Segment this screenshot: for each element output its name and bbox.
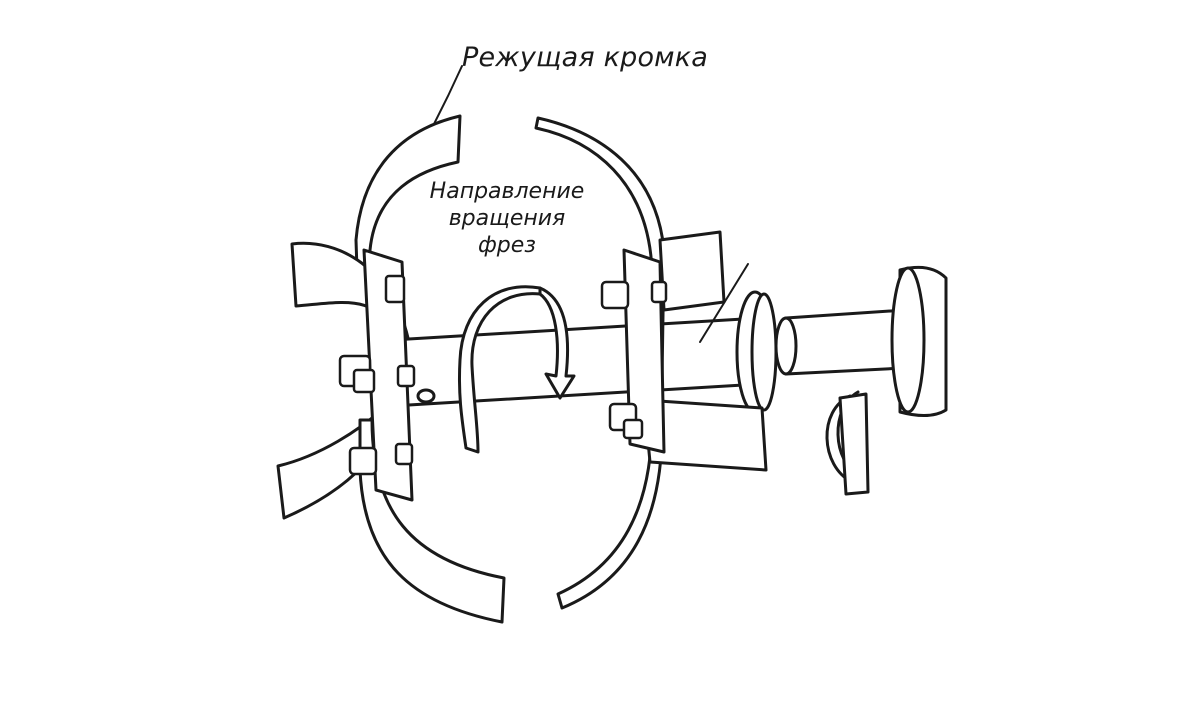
shaft-pin-hole bbox=[416, 388, 436, 404]
cutting-edge-leader bbox=[431, 65, 463, 129]
shaft bbox=[390, 315, 774, 408]
cutting-edge-label: Режущая кромка bbox=[462, 42, 708, 73]
rotation-direction-label: Направление вращения фрез bbox=[412, 178, 602, 259]
left-blade-lower bbox=[358, 418, 506, 624]
bolt-left-bottom bbox=[348, 442, 414, 476]
bolt-right-top bbox=[600, 280, 668, 310]
highlight-line bbox=[699, 263, 749, 343]
rotation-label-line-3: фрез bbox=[477, 233, 536, 258]
drive-shaft bbox=[774, 265, 948, 417]
right-blade-upper-wing bbox=[658, 230, 726, 312]
left-blade-upper-wing bbox=[290, 241, 410, 346]
shaft-flange bbox=[735, 290, 778, 414]
rotation-label-line-2: вращения bbox=[448, 206, 566, 231]
rotation-direction-arrow bbox=[457, 285, 576, 454]
cotter-pin bbox=[825, 390, 870, 496]
bolt-left-middle bbox=[338, 354, 416, 394]
rotation-label-line-1: Направление bbox=[429, 179, 585, 204]
left-mounting-plate bbox=[362, 248, 414, 502]
bolt-left-top bbox=[384, 274, 406, 304]
bolt-right-bottom bbox=[608, 402, 644, 440]
